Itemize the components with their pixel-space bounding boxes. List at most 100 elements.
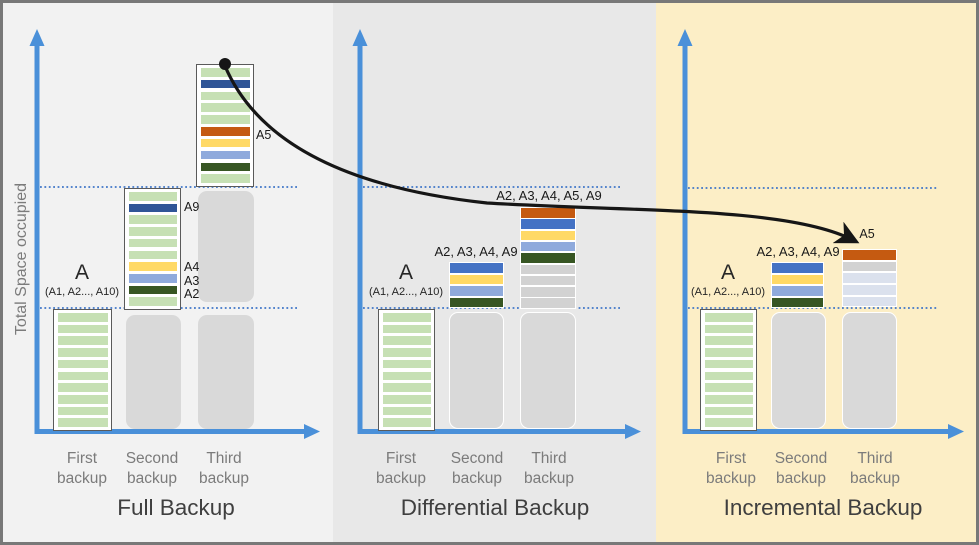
- third-backup-stack-stripe-blue: [520, 218, 576, 230]
- column-label-line2: backup: [199, 469, 249, 487]
- second-backup-stack-stripe-yellow: [771, 273, 824, 286]
- previous-backup-space: [842, 312, 897, 429]
- stripe-green: [382, 313, 431, 322]
- third-backup-stack-stripe-gray: [520, 274, 576, 287]
- panel-title-differential-backup: Differential Backup: [400, 495, 590, 520]
- column-label-line2: backup: [127, 469, 177, 487]
- stripe-green: [57, 313, 108, 322]
- column-label-line1: Second: [450, 450, 504, 467]
- annotation-a: A: [74, 261, 90, 284]
- stripe-lightblue: [128, 273, 177, 283]
- column-label-line2: backup: [776, 469, 826, 487]
- stripe-green: [200, 103, 250, 113]
- column-label-line1: First: [66, 450, 98, 467]
- column-label-line2: backup: [376, 469, 426, 487]
- stripe-green: [128, 227, 177, 236]
- annotation-a5: A5: [256, 127, 272, 142]
- column-label-line2: backup: [850, 469, 900, 487]
- third-backup-stack-stripe-gray: [520, 286, 576, 298]
- column-label-line1: Third: [857, 450, 893, 467]
- stripe-green: [57, 383, 108, 392]
- third-backup-stack-stripe-orange: [842, 249, 897, 261]
- first-backup-bar: [53, 309, 112, 431]
- third-backup-stack-stripe-gray: [520, 263, 576, 275]
- column-label-line2: backup: [452, 469, 502, 487]
- second-backup-bar: [124, 188, 181, 310]
- stripe-green: [382, 359, 431, 369]
- first-backup-bar: [700, 309, 757, 431]
- stripe-green: [57, 336, 108, 345]
- stripe-green: [382, 324, 431, 334]
- annotation-a3: A3: [184, 273, 200, 288]
- column-label-second-backup: Second backup: [451, 449, 504, 488]
- third-backup-bar: [196, 64, 254, 187]
- stripe-green: [704, 324, 753, 334]
- third-backup-stack-stripe-paleblue: [842, 284, 897, 296]
- stripe-green: [382, 336, 431, 345]
- stripe-green: [382, 371, 431, 381]
- stripe-green: [704, 383, 753, 392]
- stripe-lightblue: [200, 150, 250, 160]
- stripe-green: [382, 406, 431, 416]
- annotation-a4: A4: [184, 260, 200, 274]
- stripe-green: [704, 359, 753, 369]
- second-backup-stack-stripe-blue: [771, 262, 824, 274]
- previous-backup-space: [198, 315, 254, 429]
- second-backup-stack-stripe-blue: [449, 262, 504, 274]
- stripe-orange: [200, 127, 250, 136]
- column-label-line1: Second: [125, 450, 179, 467]
- stripe-green: [128, 192, 177, 201]
- stripe-green: [704, 313, 753, 322]
- stripe-green: [128, 238, 177, 248]
- column-label-second-backup: Second backup: [126, 449, 179, 488]
- stripe-green: [200, 68, 250, 77]
- previous-backup-space: [198, 191, 254, 302]
- stripe-green: [200, 91, 250, 101]
- stripe-green: [704, 371, 753, 381]
- column-label-line1: Third: [206, 450, 242, 467]
- column-label-line2: backup: [524, 469, 574, 487]
- annotation-a2: A2: [184, 286, 200, 301]
- stripe-green: [57, 418, 108, 427]
- annotation-a1-a2-a10: (A1, A2..., A10): [691, 286, 765, 298]
- third-backup-stack-stripe-paleblue: [842, 272, 897, 284]
- annotation-a: A: [398, 261, 414, 284]
- previous-backup-space: [449, 312, 504, 429]
- stripe-green: [704, 348, 753, 357]
- third-backup-stack-stripe-orange: [520, 207, 576, 219]
- column-label-line2: backup: [706, 469, 756, 487]
- stripe-green: [382, 394, 431, 404]
- stripe-navy: [200, 79, 250, 89]
- column-label-third-backup: Third backup: [199, 449, 249, 488]
- stripe-green: [128, 215, 177, 224]
- second-backup-stack-stripe-lightblue: [449, 285, 504, 297]
- y-axis-title: Total Space occupied: [13, 182, 30, 336]
- stripe-green: [57, 348, 108, 357]
- stripe-green: [382, 348, 431, 357]
- stripe-green: [704, 418, 753, 427]
- annotation-a5: A5: [859, 227, 875, 241]
- annotation-a9: A9: [184, 200, 200, 214]
- column-label-third-backup: Third backup: [524, 449, 574, 488]
- third-backup-stack-stripe-gray: [842, 260, 897, 273]
- third-backup-stack-stripe-paleblue: [842, 295, 897, 308]
- third-backup-stack-stripe-darkgreen: [520, 252, 576, 264]
- stripe-green: [200, 115, 250, 124]
- annotation-a2-a3-a4-a9: A2, A3, A4, A9: [434, 244, 518, 259]
- stripe-green: [382, 418, 431, 427]
- column-label-line1: Third: [531, 450, 567, 467]
- stripe-darkgreen: [200, 162, 250, 172]
- previous-backup-space: [520, 312, 576, 429]
- annotation-a2-a3-a4-a5-a9: A2, A3, A4, A5, A9: [496, 188, 602, 203]
- stripe-green: [200, 174, 250, 183]
- column-label-line1: First: [385, 450, 417, 467]
- annotation-a1-a2-a10: (A1, A2..., A10): [45, 286, 119, 298]
- column-label-line1: First: [715, 450, 747, 467]
- first-backup-bar: [378, 309, 435, 431]
- column-label-first-backup: First backup: [376, 449, 426, 488]
- panel-title-incremental-backup: Incremental Backup: [723, 495, 923, 520]
